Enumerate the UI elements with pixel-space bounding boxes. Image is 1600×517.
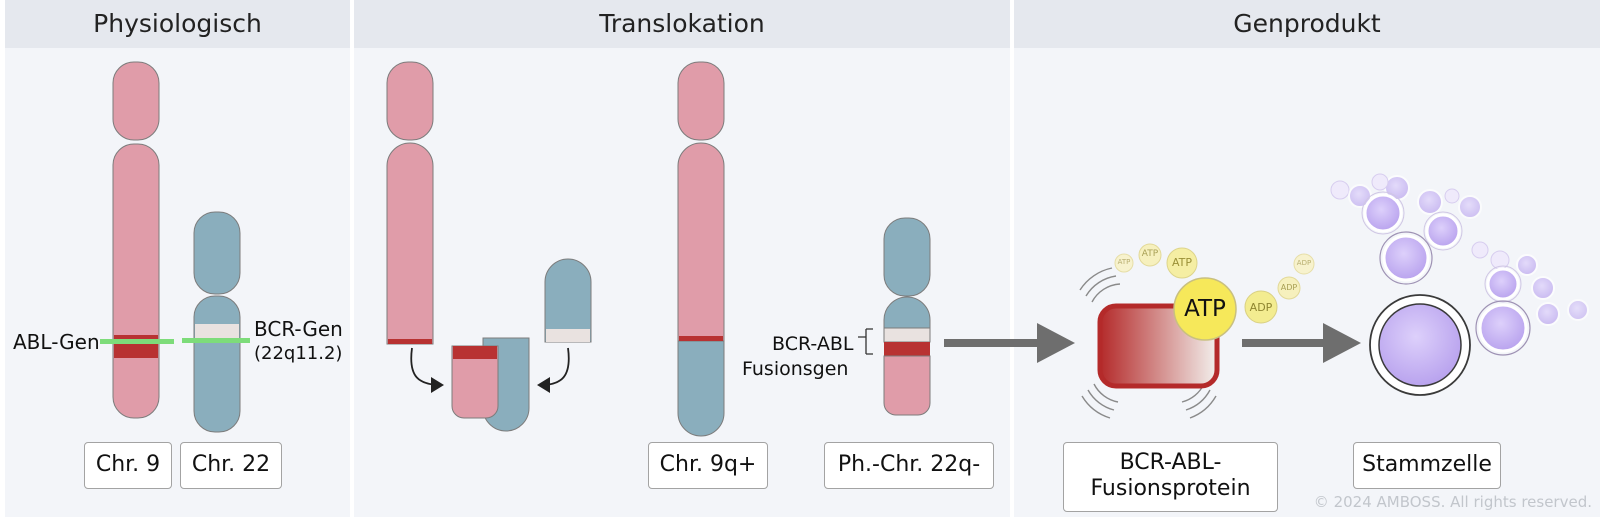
arrow-translocation-to-product-head [1037,323,1075,363]
chr22-label-box: Chr. 22 [180,442,282,489]
atp-main-label: ATP [1184,296,1226,322]
copyright-notice: © 2024 AMBOSS. All rights reserved. [1313,493,1592,511]
chromosome-9-broken [386,61,434,345]
adp-label-2: ADP [1280,283,1298,292]
chr9-label-box: Chr. 9 [84,442,172,489]
chromosome-22-broken [544,258,592,343]
adp-label-1: ADP [1249,301,1273,314]
chromosome-9 [112,61,160,419]
stem-cell-nucleus [1378,303,1462,387]
adp-label-3: ADP [1296,259,1312,267]
atp-small-label-1: ATP [1171,256,1193,269]
exchange-arrow-right-head [537,377,550,393]
exchange-arrow-left-head [431,377,444,393]
chromosome-22 [193,211,241,433]
adp-circle-2 [1277,276,1301,300]
fusion-protein-label-line2: Fusionsprotein [1090,476,1251,501]
fusion-gene-bracket [858,328,873,355]
stem-cell-label-box: Stammzelle [1353,442,1501,489]
arrow-product-to-stemcell-head [1323,323,1361,363]
ph-chr-label-box: Ph.-Chr. 22q- [824,442,994,489]
stem-cell-cluster [1330,173,1589,356]
panel-title-translokation: Translokation [354,0,1010,48]
abl-gene-marker [100,339,174,344]
fusion-gene-label-line1: BCR-ABL [772,333,854,355]
atp-small-label-2: ATP [1141,249,1159,259]
chr9q-label-box: Chr. 9q+ [648,442,768,489]
philadelphia-chromosome [883,217,931,416]
fusion-protein-label-box: BCR-ABL- Fusionsprotein [1063,442,1278,512]
panel-title-physiologisch: Physiologisch [5,0,350,48]
panel-title-genprodukt: Genprodukt [1014,0,1600,48]
panel-physiologisch-bg [5,0,350,517]
atp-main-circle [1173,277,1237,341]
chromosome-9q-plus [677,61,725,437]
fusion-gene-label-line2: Fusionsgen [742,358,849,380]
adp-circle-3 [1293,253,1315,275]
atp-small-label-3: ATP [1117,258,1131,266]
protein-activity-lines [1079,267,1217,419]
bcr-gene-label: BCR-Gen [254,317,343,341]
bcr-gene-locus: (22q11.2) [254,343,343,364]
bcr-gene-marker [182,338,250,343]
atp-small-circle-2 [1138,243,1162,267]
fusion-protein-label-line1: BCR-ABL- [1119,450,1222,475]
abl-gene-label: ABL-Gen [13,330,100,354]
atp-small-circle-3 [1114,253,1134,273]
chromosome-9-fragment [451,345,499,419]
atp-small-circle-1 [1166,247,1198,279]
adp-circle-1 [1244,290,1278,324]
